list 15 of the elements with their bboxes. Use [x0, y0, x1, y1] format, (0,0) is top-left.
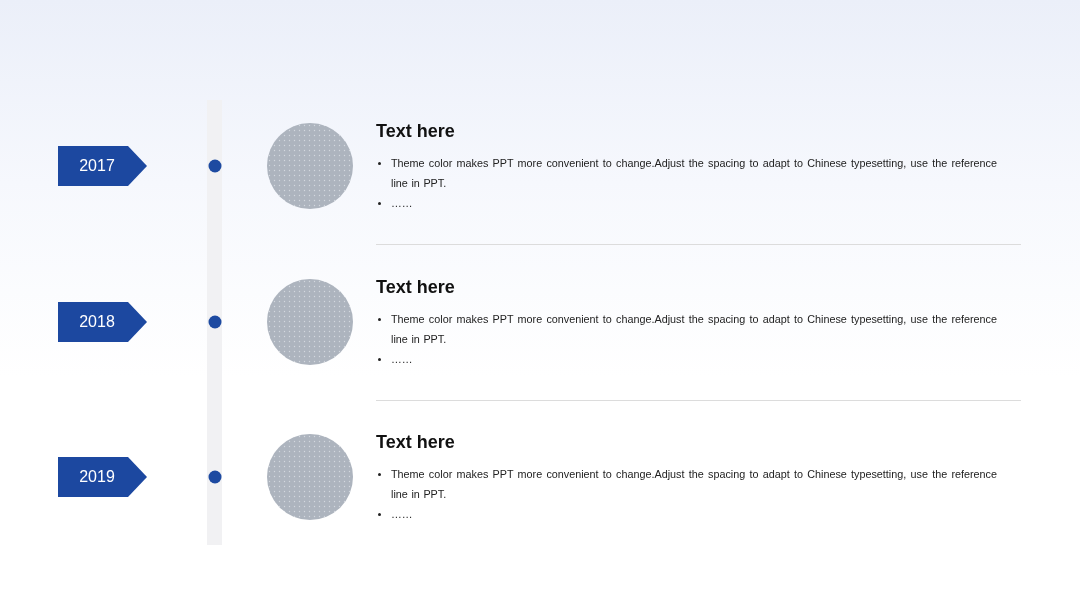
year-tag: 2019 [58, 457, 147, 497]
year-tag: 2017 [58, 146, 147, 186]
bullet-text: …… [391, 507, 413, 522]
bullet-text: Theme color makes PPT more convenient to change.Adjust the spacing to adapt to Chinese typesetting, use the reference line in PPT. [391, 312, 997, 347]
bullet-text: Theme color makes PPT more convenient to change.Adjust the spacing to adapt to Chinese typesetting, use the reference line in PPT. [391, 467, 997, 502]
bullet-text: Theme color makes PPT more convenient to change.Adjust the spacing to adapt to Chinese typesetting, use the reference line in PPT. [391, 156, 997, 191]
item-heading: Text here [376, 431, 455, 454]
bullet-text: …… [391, 352, 413, 367]
photo-placeholder [267, 279, 353, 365]
photo-placeholder [267, 123, 353, 209]
photo-placeholder [267, 434, 353, 520]
item-heading: Text here [376, 120, 455, 143]
year-tag: 2018 [58, 302, 147, 342]
item-heading: Text here [376, 276, 455, 299]
bullet-text: …… [391, 196, 413, 211]
